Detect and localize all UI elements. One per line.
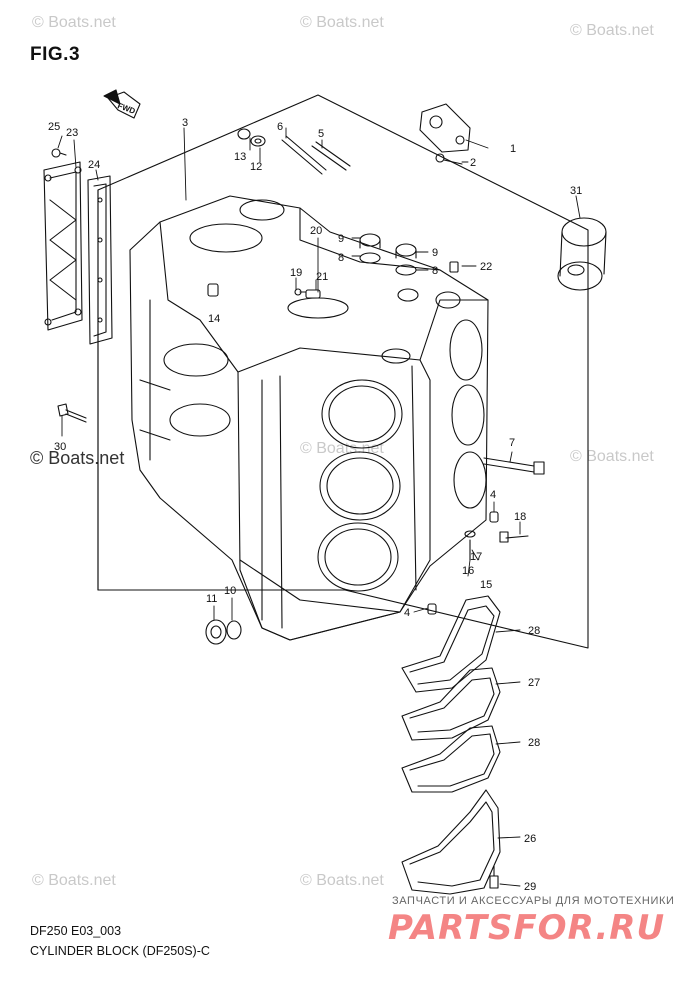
callout-label: 24	[88, 159, 100, 171]
plug-22	[449, 261, 459, 273]
pin-4a	[489, 511, 499, 523]
callout-label: 7	[509, 437, 515, 449]
bracket-1	[419, 103, 471, 153]
callout-label: 25	[48, 121, 60, 133]
callout-label: 22	[480, 261, 492, 273]
plug-9b	[395, 243, 417, 259]
fitting-18	[499, 531, 529, 543]
stud-6	[281, 135, 327, 175]
callout-label: 3	[182, 117, 188, 129]
cylinder-block-3	[129, 195, 489, 641]
callout-label: 14	[208, 313, 220, 325]
assembly-frame	[97, 94, 589, 649]
watermark: © Boats.net	[32, 14, 116, 31]
plate-27	[401, 667, 501, 741]
callout-label: 9	[432, 247, 438, 259]
callout-label: 4	[404, 607, 410, 619]
bolt-2	[435, 153, 463, 165]
callout-label: 4	[490, 489, 496, 501]
bolt-19	[294, 288, 307, 296]
plate-26	[401, 789, 501, 895]
bolt-7	[483, 457, 545, 475]
gasket-28a	[401, 595, 501, 693]
advert-line: ЗАПЧАСТИ И АКСЕССУАРЫ ДЛЯ МОТОТЕХНИКИ	[392, 895, 675, 907]
callout-label: 29	[524, 881, 536, 893]
callout-label: 16	[462, 565, 474, 577]
callout-label: 15	[480, 579, 492, 591]
crankcase-cover-23	[43, 161, 83, 331]
callout-label: 1	[510, 143, 516, 155]
advert-brand[interactable]: PARTSFOR.RU	[388, 908, 666, 948]
watermark: © Boats.net	[570, 448, 654, 465]
callout-label: 30	[54, 441, 66, 453]
watermark: © Boats.net	[300, 440, 384, 457]
cylinder-bore	[317, 522, 399, 592]
bolt-25	[51, 148, 67, 158]
pin-4b	[427, 603, 437, 615]
callout-label: 28	[528, 625, 540, 637]
oil-filter-31	[557, 217, 607, 291]
callout-label: 27	[528, 677, 540, 689]
figure-caption: CYLINDER BLOCK (DF250S)-C	[30, 944, 210, 958]
callout-label: 19	[290, 267, 302, 279]
callout-label: 18	[514, 511, 526, 523]
callout-label: 10	[224, 585, 236, 597]
callout-label: 6	[277, 121, 283, 133]
callout-label: 20	[310, 225, 322, 237]
watermark-strong: © Boats.net	[30, 448, 125, 468]
callout-label: 31	[570, 185, 582, 197]
figure-code: DF250 E03_003	[30, 924, 122, 938]
plug-9a	[359, 233, 381, 249]
watermark: © Boats.net	[300, 14, 384, 31]
callout-label: 13	[234, 151, 246, 163]
clip-21	[305, 289, 321, 299]
plug-14	[207, 283, 219, 297]
gasket-28b	[401, 725, 501, 793]
cylinder-bore	[321, 379, 403, 449]
bolt-30	[57, 403, 87, 423]
watermark: © Boats.net	[570, 22, 654, 39]
callout-label: 12	[250, 161, 262, 173]
callout-label: 11	[206, 593, 217, 605]
cylinder-bore	[319, 451, 401, 521]
callout-label: 2	[470, 157, 476, 169]
o-ring-10	[226, 620, 242, 640]
fwd-arrow-icon	[103, 89, 141, 119]
watermark: © Boats.net	[300, 872, 384, 889]
callout-label: 17	[470, 551, 482, 563]
callout-label: 5	[318, 128, 324, 140]
grommet-13	[237, 128, 251, 140]
figure-title: FIG.3	[30, 44, 81, 65]
bolt-29	[489, 865, 499, 889]
washer-12	[250, 135, 266, 147]
callout-label: 28	[528, 737, 540, 749]
watermark: © Boats.net	[32, 872, 116, 889]
leader-lines	[57, 127, 581, 887]
callout-label: 26	[524, 833, 536, 845]
o-ring-8a	[359, 252, 381, 264]
callout-label: 23	[66, 127, 78, 139]
callout-label: 8	[338, 252, 344, 264]
o-ring-16	[464, 530, 476, 538]
plug-11	[205, 619, 227, 645]
stud-5	[311, 141, 351, 171]
callout-label: 21	[316, 271, 328, 283]
callout-label: 9	[338, 233, 344, 245]
callout-label: 8	[432, 265, 438, 277]
gasket-24	[87, 175, 113, 345]
